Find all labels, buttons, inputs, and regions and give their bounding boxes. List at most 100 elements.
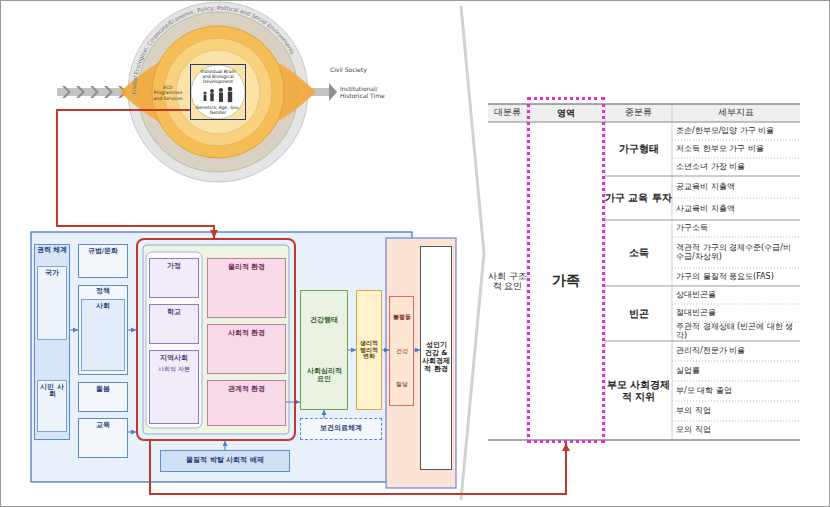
process-box: 정책사회 [78,285,128,375]
figure-head [228,87,233,92]
process-box: 건강행태사회심리적 요인 [300,290,348,410]
ring [176,50,260,134]
connector [324,410,325,418]
actor-box: 시민 사회 [37,380,67,432]
connector [382,350,389,351]
outcome-box: 성인기 건강 & 사회경제적 환경 [420,246,452,470]
node-text: 건강행태 [303,317,345,324]
node-text: 물질적 박탈 사회적 배제 [163,457,287,465]
table-rule [672,361,800,362]
table-cell: 저소득 한부모 가구 비율 [676,145,798,154]
environment-box: 관계적 환경 [207,380,286,426]
connector [128,432,136,433]
table-cell: 부/모 대학 졸업 [676,387,798,396]
table-rule [672,304,800,305]
table-dotted-rules [672,140,800,421]
table-cell: 절대빈곤율 [676,309,798,318]
process-box: 생리적 병리적 변화 [356,290,382,410]
time-arrowhead [329,83,337,101]
ring-label: Civil Society [330,67,386,74]
power-column: 권력 체계국가시민 사회 [34,244,70,440]
time-chevron [76,86,85,98]
table-rule [605,176,800,177]
node-text: 시민 사회 [39,384,65,399]
node-text: 사회적 자본 [152,366,196,373]
figure-head [219,88,223,92]
node-text: 돌봄 [81,386,125,393]
figure-body [219,92,223,102]
system-box: 보건의료체계 [300,418,382,440]
node-text: 사회적 환경 [210,330,283,338]
table-rule [605,220,800,221]
highlight-box: 가정학교지역사회사회적 자본 물리적 환경사회적 환경관계적 환경 [136,238,296,441]
process-box: 규범/문화 [78,244,128,278]
ring-text-path: Global Ecological, Corporate/Economic, P… [131,5,296,94]
node-text: 교육 [81,422,125,429]
node-text: 가정 [152,263,196,271]
setting-box: 지역사회사회적 자본 [149,350,199,424]
process-box: 교육 [78,418,128,458]
time-chevron [62,86,71,98]
table-cell: 부모 사회경제적 지위 [605,379,672,401]
table-rule [672,381,800,382]
node-text: 물리적 환경 [210,264,283,272]
node-text: 규범/문화 [81,248,125,255]
environment-box: 물리적 환경 [207,258,286,318]
table-header-fill [488,104,800,122]
node-text: 불평등 [391,314,412,321]
environment-panel [143,245,289,434]
node-text: 건강 [391,348,412,354]
connector [225,441,226,450]
table-cell: 사회 구조적 요인 [488,271,527,291]
outcome-box: 불평등건강발달 [389,296,414,406]
node-text: 영역 [530,104,602,122]
figure-body [228,92,232,103]
children-figures [203,87,232,102]
table-rule [488,103,800,104]
table-rule [672,401,800,402]
node-text: 발달 [391,381,412,387]
table-cell: 부의 직업 [676,407,798,416]
highlight-column: 영역가족 [527,97,605,443]
figure-head [203,91,206,94]
table-cell: 관리직/전문가 비율 [676,347,798,356]
table-rule [605,341,800,342]
table-cell: 객관적 가구의 경제수준(수급/비수급/차상위) [676,244,798,262]
connector [70,330,78,331]
process-box: 돌봄 [78,382,128,412]
setting-box: 학교 [149,304,199,344]
node-text: 정책 [81,288,125,295]
node-text: 보건의료체계 [303,425,379,433]
table-cell: 빈곤 [605,308,672,319]
table-header: 대분류 [488,108,527,118]
table-cell: 가구 교육 투자 [605,192,672,203]
center-square: Individual Brain and Biological Developm… [190,64,246,120]
figure-body [210,93,213,101]
actor-box: 국가 [37,266,67,340]
table-rule [672,198,800,199]
node-text: 지역사회 [152,355,196,363]
node-text: 관계적 환경 [210,386,283,394]
table-header: 세부지표 [672,108,800,118]
table-rule [672,158,800,159]
environment-box: 사회적 환경 [207,324,286,374]
figure-head [210,89,214,93]
node-text: 사회심리적 요인 [303,368,345,383]
node-text: Individual Brain and Biological Developm… [196,69,240,84]
table-cell: 상대빈곤율 [676,291,798,300]
table-rule [488,122,800,123]
setting-column [146,252,202,428]
framework-panel [31,232,412,482]
table-cell: 조손/한부모/입양 가구 비율 [676,127,798,136]
table-cell: 가구의 물질적 풍요도(FAS) [676,273,798,282]
ring [138,12,298,172]
table-cell: 소년소녀 가장 비율 [676,163,798,172]
node-text: 성인기 건강 & 사회경제적 환경 [422,342,450,373]
outcome-panel [386,238,456,488]
table-cell: 가구소득 [676,224,798,233]
table-cell: 실업률 [676,367,798,376]
connector [57,110,214,238]
node-text: Genetics, Age, Sex, Gender [196,105,240,115]
table-cell: 주관적 경제상태 (빈곤에 대한 생각) [676,323,798,341]
